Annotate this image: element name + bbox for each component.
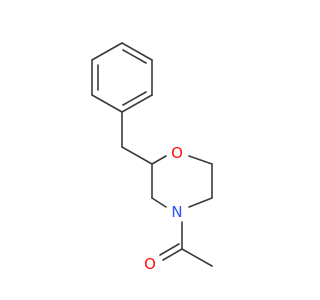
- atom-label-oxygen-carbonyl: O: [144, 255, 156, 273]
- carbonyl-double-bond: [159, 243, 180, 256]
- atom-label-oxygen-ring: O: [171, 144, 183, 162]
- benzyl-morpholine-structure: O N O: [91, 42, 213, 273]
- bond: [188, 197, 213, 208]
- double-bond-inner: [122, 49, 147, 64]
- bond: [91, 94, 123, 113]
- bond: [151, 155, 167, 165]
- bond: [151, 197, 167, 208]
- benzene-ring: [91, 42, 153, 113]
- double-bond-inner: [122, 91, 147, 106]
- bond: [91, 42, 123, 61]
- bond: [188, 155, 213, 165]
- bond: [121, 42, 153, 61]
- bond: [181, 248, 213, 267]
- carbonyl-double-bond: [162, 248, 183, 261]
- atom-label-nitrogen: N: [171, 203, 182, 221]
- morpholine-ring: [151, 155, 213, 208]
- bond: [121, 146, 153, 165]
- bond: [121, 94, 153, 113]
- acetyl-group: [159, 221, 213, 267]
